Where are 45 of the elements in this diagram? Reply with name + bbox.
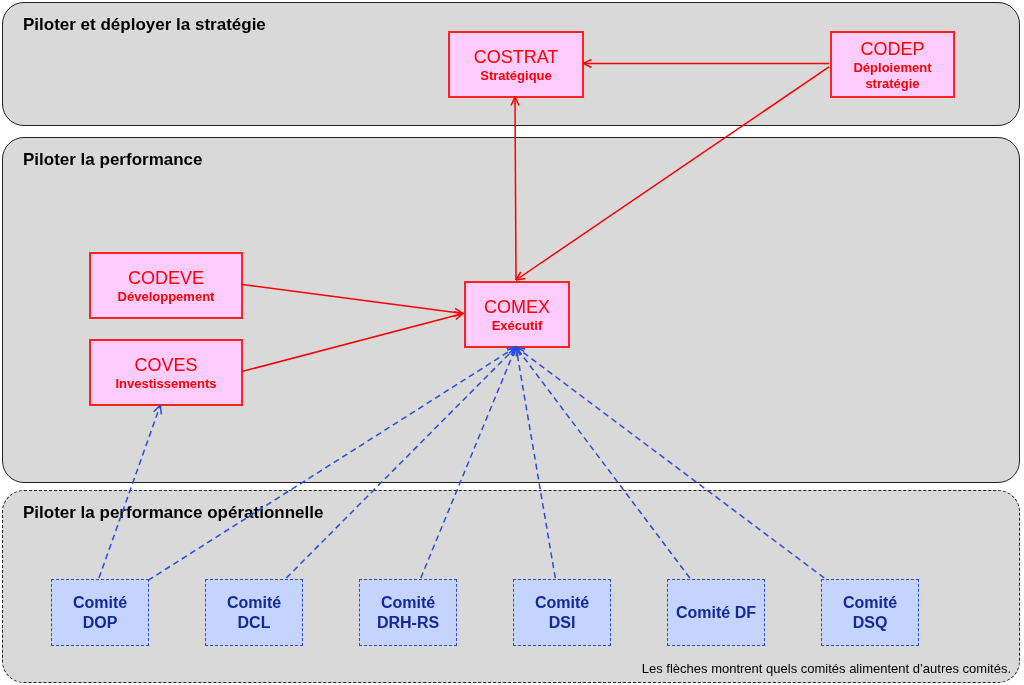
committee-role: Stratégique xyxy=(480,67,552,84)
arrow xyxy=(285,346,517,579)
committee-box xyxy=(89,252,243,319)
arrow xyxy=(515,66,830,281)
committee-name: COMEX xyxy=(484,295,550,318)
band-title: Piloter la performance xyxy=(23,150,203,170)
arrow xyxy=(510,96,520,281)
committee-role: Déploiement stratégie xyxy=(852,59,933,92)
committee-box xyxy=(205,579,303,646)
committee-box xyxy=(51,579,149,646)
committee-box xyxy=(513,579,611,646)
committee-box xyxy=(89,339,243,406)
committee-box xyxy=(830,31,955,98)
arrow xyxy=(512,346,557,579)
note: Les flèches montrent quels comités alimentent d’autres comités. xyxy=(641,661,1011,676)
arrow xyxy=(241,283,464,318)
group-band xyxy=(2,2,1020,126)
committee-name: Comité DOP xyxy=(71,592,129,633)
committee-name: Comité DF xyxy=(676,602,756,623)
arrow xyxy=(147,346,517,582)
arrow xyxy=(515,346,691,579)
committee-role: Exécutif xyxy=(491,317,543,334)
committee-name: Comité DSI xyxy=(533,592,591,633)
committee-box xyxy=(821,579,919,646)
committee-box xyxy=(667,579,765,646)
arrow xyxy=(241,311,464,373)
committee-name: Comité DCL xyxy=(225,592,283,633)
committee-name: CODEP xyxy=(860,37,925,60)
group-band xyxy=(2,490,1020,683)
committee-name: Comité DSQ xyxy=(841,592,899,633)
committee-name: COVES xyxy=(134,353,198,376)
arrow xyxy=(582,58,830,69)
committee-role: Investissements xyxy=(115,375,217,392)
group-band xyxy=(2,137,1020,483)
arrow xyxy=(515,346,826,579)
arrow xyxy=(98,404,163,579)
committee-name: COSTRAT xyxy=(473,45,559,68)
committee-name: Comité DRH-RS xyxy=(375,592,441,633)
committee-role: Développement xyxy=(117,288,215,305)
committee-box xyxy=(359,579,457,646)
band-title: Piloter et déployer la stratégie xyxy=(23,15,266,35)
committee-box xyxy=(448,31,584,98)
band-title: Piloter la performance opérationnelle xyxy=(23,503,324,523)
committee-box xyxy=(464,281,570,348)
committee-name: CODEVE xyxy=(128,266,204,289)
